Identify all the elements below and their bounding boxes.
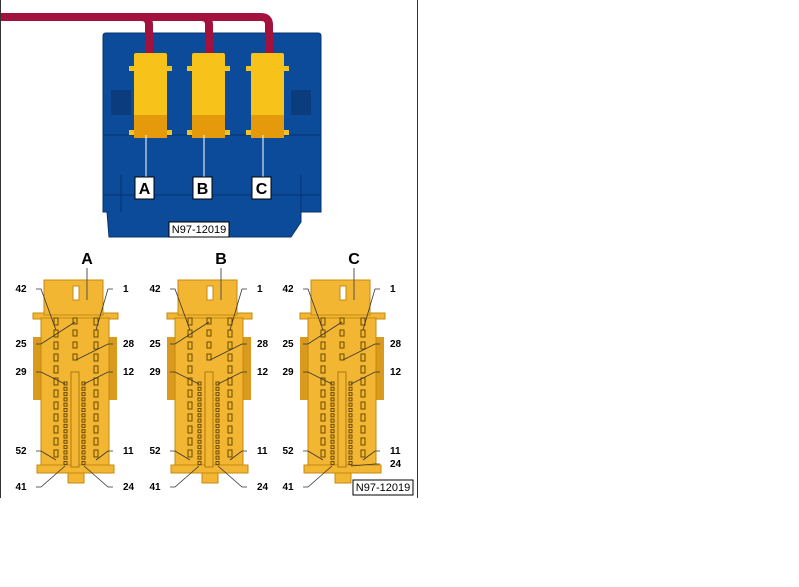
bottom-caption: N97-12019 [356, 482, 410, 494]
pin-label-bottom-left: 41 [15, 482, 27, 493]
pin-label-row3-left: 29 [282, 367, 294, 378]
plug-label: C [256, 181, 268, 198]
plug-c: C [246, 53, 289, 200]
pin-label-top-left: 42 [149, 284, 161, 295]
pin-label-bottom-left: 41 [149, 482, 161, 493]
pin-label-bottom-right: 24 [123, 482, 135, 493]
plug-b: B [187, 53, 230, 200]
pin-label-row4-left: 52 [149, 446, 161, 457]
connector-c: C 42 1 25 28 29 12 52 11 41 24 [282, 251, 401, 493]
plug-label: B [197, 181, 209, 198]
pin-label-bottom-right: 24 [257, 482, 269, 493]
pin-label-top-left: 42 [15, 284, 27, 295]
housing-recess-right [291, 90, 311, 115]
pin-label-row4-left: 52 [15, 446, 27, 457]
pin-label-row3-right: 12 [390, 367, 402, 378]
plug-a: A [129, 53, 172, 200]
pin-label-top-right: 1 [123, 284, 129, 295]
housing-recess-left [111, 90, 131, 115]
pin-label-row4-right: 11 [123, 446, 134, 457]
pin-label-row2-right: 28 [123, 339, 135, 350]
pin-label-row4-left: 52 [282, 446, 294, 457]
pin-label-row2-left: 25 [15, 339, 27, 350]
connector-b: B 42 1 25 28 29 12 52 11 41 24 [149, 251, 268, 493]
pin-label-row2-left: 25 [149, 339, 161, 350]
pin-label-bottom-left: 41 [282, 482, 294, 493]
pin-label-row2-left: 25 [282, 339, 294, 350]
connector-label: B [215, 251, 227, 268]
pin-label-row2-right: 28 [257, 339, 269, 350]
pin-label-row3-right: 12 [257, 367, 269, 378]
bottom-caption-box [352, 479, 414, 496]
plug-label: A [139, 181, 151, 198]
pin-label-row3-left: 29 [149, 367, 161, 378]
pin-label-row3-left: 29 [15, 367, 27, 378]
top-caption: N97-12019 [172, 224, 226, 236]
pin-label-row2-right: 28 [390, 339, 402, 350]
connector-label: C [348, 251, 360, 268]
wires [1, 13, 273, 58]
pin-label-top-left: 42 [282, 284, 294, 295]
pin-label-top-right: 1 [390, 284, 396, 295]
pin-label-bottom-right: 24 [390, 459, 402, 470]
pin-label-row4-right: 11 [390, 446, 401, 457]
connector-label: A [81, 251, 93, 268]
connector-a: A 42 1 25 28 29 12 52 11 41 24 [15, 251, 134, 493]
pin-label-row3-right: 12 [123, 367, 135, 378]
pin-label-top-right: 1 [257, 284, 263, 295]
top-caption-box [168, 221, 230, 238]
pin-label-row4-right: 11 [257, 446, 268, 457]
